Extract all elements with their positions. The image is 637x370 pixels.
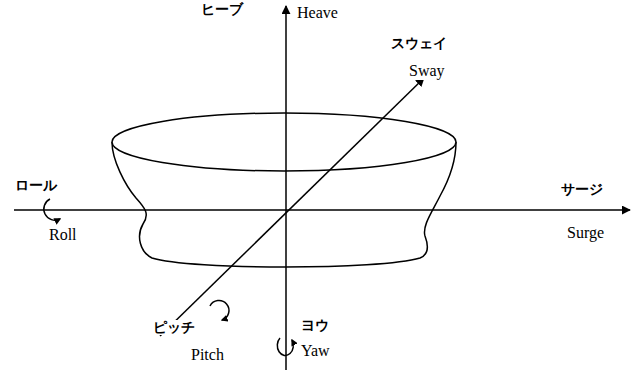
surge-axis [14, 209, 630, 211]
axis-name-ja: サージ [560, 182, 604, 197]
yaw-symbol [277, 338, 293, 355]
heave-axis [285, 6, 287, 370]
axis-name-ja: ピッチ [152, 320, 196, 335]
axis-name-en: Yaw [300, 342, 331, 360]
axis-name-en: Roll [48, 226, 78, 244]
axis-name-ja: ロール [14, 178, 58, 193]
roll-symbol [44, 199, 60, 220]
pitch-symbol [210, 300, 229, 320]
axis-name-ja: スウェイ [390, 36, 448, 51]
axis-name-en: Pitch [190, 346, 225, 364]
axis-name-en: Heave [296, 4, 339, 22]
deck [112, 113, 456, 171]
sway-axis [160, 78, 424, 336]
axis-name-en: Surge [566, 224, 605, 242]
axis-name-ja: ヒーブ [200, 2, 244, 17]
axis-name-en: Sway [408, 62, 446, 80]
axis-name-ja: ヨウ [300, 318, 330, 333]
